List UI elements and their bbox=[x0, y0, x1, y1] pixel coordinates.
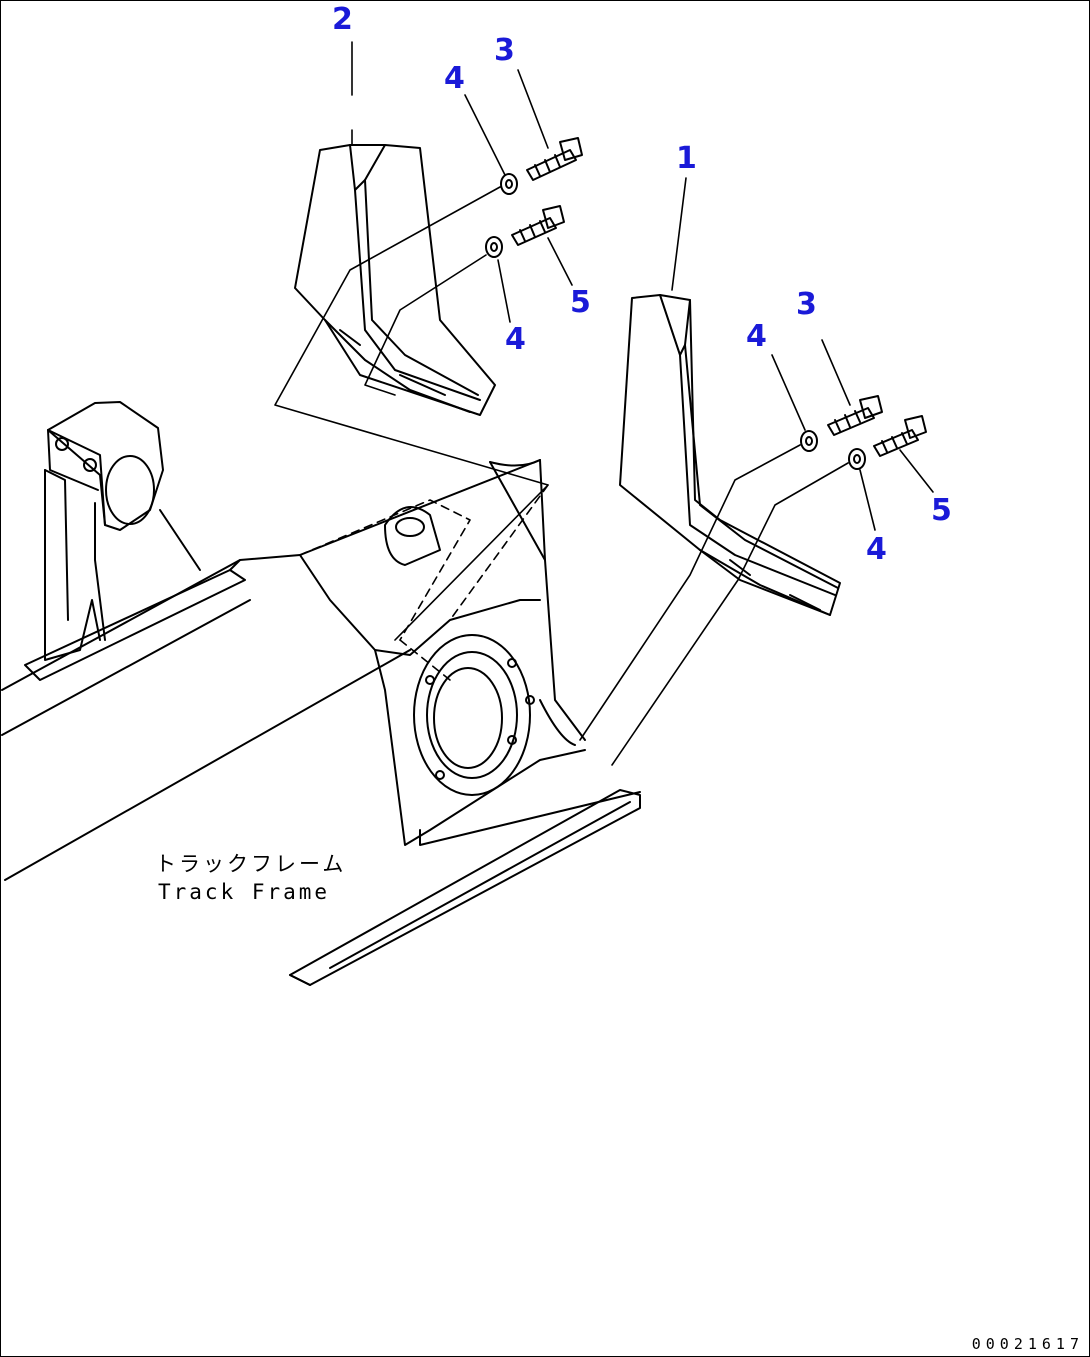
track-frame-label-jp: トラックフレーム bbox=[155, 852, 347, 876]
track-frame-label-en: Track Frame bbox=[158, 880, 331, 904]
guard-part-2 bbox=[294, 144, 496, 416]
assembly-guide-lines bbox=[274, 186, 849, 766]
track-frame-beam bbox=[1, 459, 641, 986]
guard-part-1 bbox=[619, 294, 841, 616]
hidden-lines bbox=[299, 484, 549, 681]
callout-part-3-left: 3 bbox=[494, 33, 515, 68]
callout-leaders bbox=[351, 41, 934, 531]
callout-part-4-left-b: 4 bbox=[505, 322, 526, 357]
callout-part-1: 1 bbox=[676, 141, 697, 176]
bolts-group-left bbox=[485, 137, 583, 258]
callout-part-2: 2 bbox=[332, 2, 353, 37]
drawing-number: 00021617 bbox=[971, 1335, 1084, 1353]
callout-part-5-left: 5 bbox=[570, 285, 591, 320]
central-housing bbox=[299, 459, 641, 846]
callout-part-5-right: 5 bbox=[931, 493, 952, 528]
callout-part-3-right: 3 bbox=[796, 287, 817, 322]
bolts-group-right bbox=[800, 395, 927, 470]
callout-part-4-right-b: 4 bbox=[866, 532, 887, 567]
callout-part-4-right-a: 4 bbox=[746, 319, 767, 354]
pivot-bracket bbox=[24, 401, 246, 681]
callout-part-4-left-a: 4 bbox=[444, 61, 465, 96]
